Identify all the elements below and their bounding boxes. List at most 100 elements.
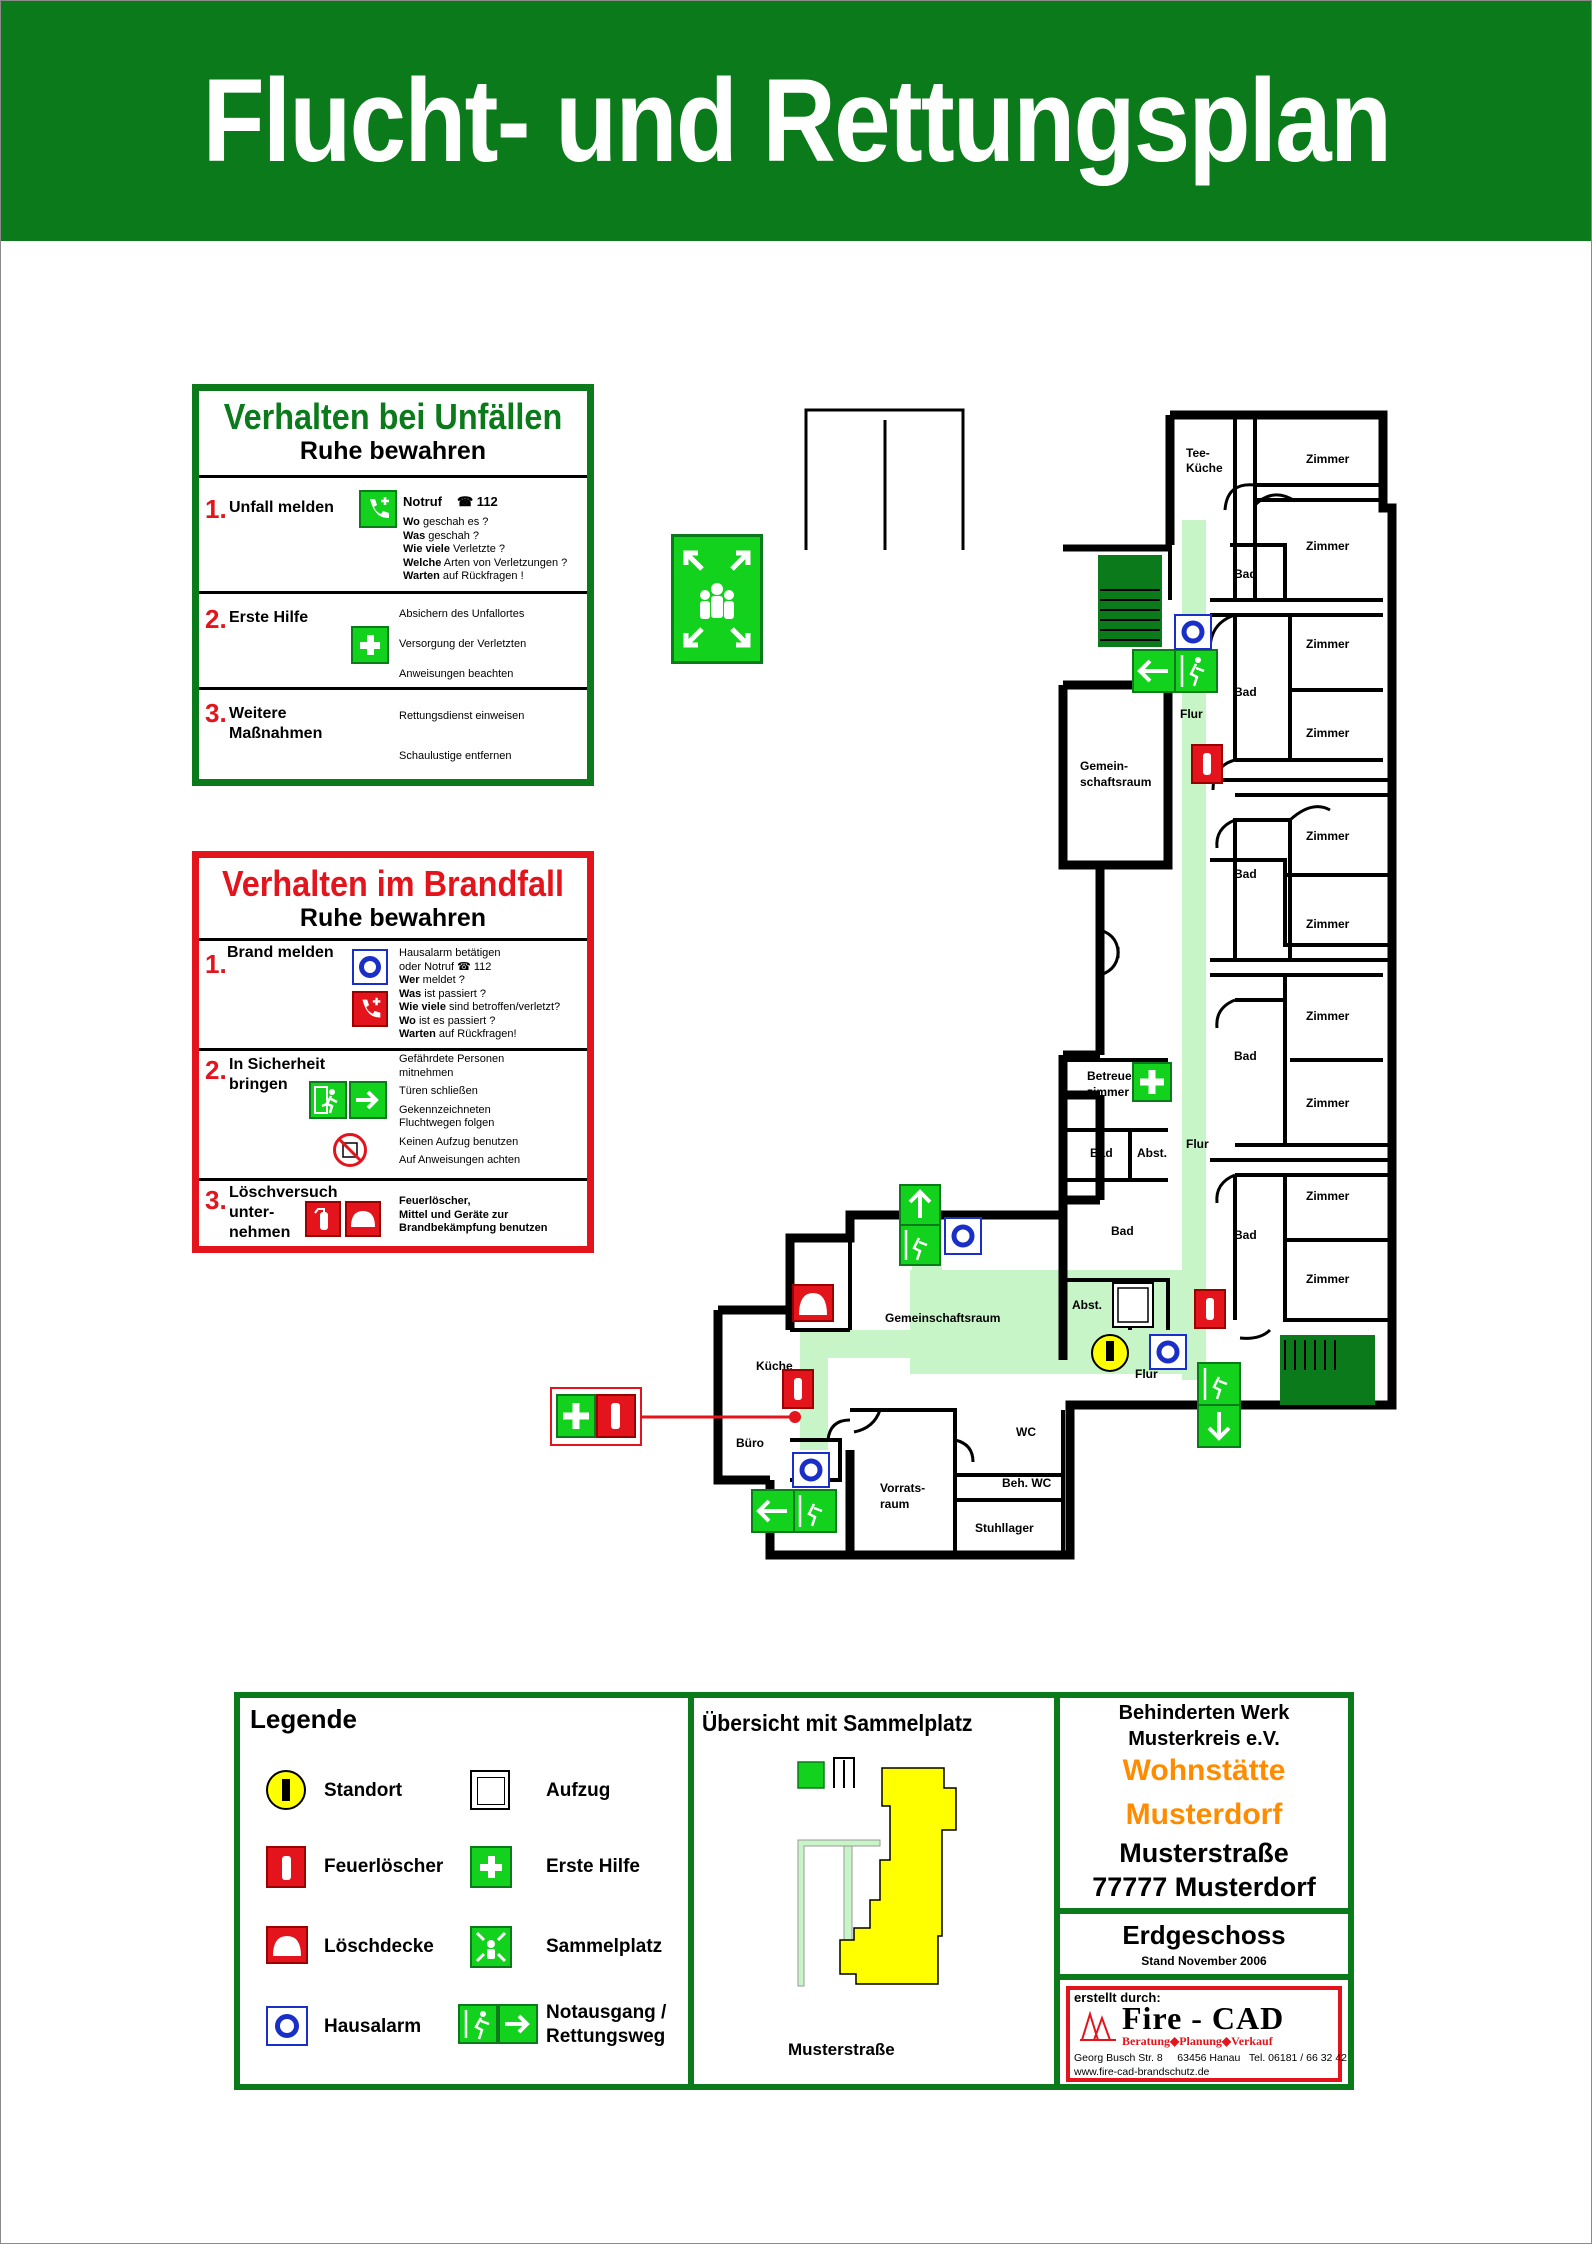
step-number: 3. bbox=[205, 698, 227, 728]
legend: Legende Standort Aufzug Feuerlöscher Ers… bbox=[240, 1698, 688, 2084]
creator-box: erstellt durch: Fire - CAD Beratung◆Plan… bbox=[1066, 1986, 1347, 2082]
org-line: Musterkreis e.V. bbox=[1128, 1728, 1280, 1750]
stairs-south bbox=[1280, 1335, 1375, 1405]
fire-phone-icon bbox=[352, 991, 388, 1027]
emergency-number: ☎ 112 bbox=[457, 494, 498, 509]
fire-alarm-icon bbox=[792, 1452, 830, 1488]
step-label: bringen bbox=[229, 1076, 288, 1093]
step-label: Maßnahmen bbox=[229, 725, 323, 742]
floor-label: Erdgeschoss bbox=[1122, 1920, 1286, 1950]
room-label: Stuhllager bbox=[975, 1521, 1034, 1535]
emergency-phone-icon bbox=[359, 490, 397, 528]
creator-tagline: Beratung◆Planung◆Verkauf bbox=[1122, 2034, 1273, 2048]
fire-extinguisher-icon bbox=[266, 1846, 306, 1888]
assembly-point-icon bbox=[470, 1926, 512, 1968]
room-label: Bad bbox=[1234, 1228, 1257, 1242]
plan-signs bbox=[550, 614, 1241, 1533]
firstaid-line: Absichern des Unfallortes bbox=[399, 608, 525, 620]
assembly-point-icon bbox=[797, 1761, 825, 1789]
title-banner: Flucht- und Rettungsplan bbox=[1, 1, 1591, 241]
room-label: Abst. bbox=[1072, 1298, 1102, 1312]
elevator-icon bbox=[1112, 1282, 1154, 1328]
fire-section-report: 1. Brand melden Hausalarm betätigen oder… bbox=[199, 938, 587, 1051]
emergency-exit-icon bbox=[458, 2004, 498, 2044]
room-label: Küche bbox=[1186, 461, 1223, 475]
overview-map bbox=[797, 1757, 957, 1987]
room-label: Zimmer bbox=[1306, 1096, 1350, 1110]
room-label: Bad bbox=[1234, 685, 1257, 699]
further-line: Schaulustige entfernen bbox=[399, 750, 512, 762]
emergency-label: Notruf bbox=[403, 494, 442, 509]
step-number: 2. bbox=[205, 604, 227, 634]
room-label: Zimmer bbox=[1306, 452, 1350, 466]
room-labels: Tee- Küche Zimmer Zimmer Bad Zimmer Bad … bbox=[736, 446, 1350, 1535]
firstaid-line: Anweisungen beachten bbox=[399, 668, 514, 680]
creator-web: www.fire-cad-brandschutz.de bbox=[1074, 2066, 1210, 2078]
arrow-right-icon bbox=[349, 1081, 387, 1119]
accident-section-report: 1. Unfall melden Notruf ☎ 112 Wo geschah… bbox=[199, 475, 587, 593]
date-label: Stand November 2006 bbox=[1141, 1954, 1267, 1968]
room-label: Gemeinschaftsraum bbox=[885, 1311, 1000, 1325]
room-label: Betreuer bbox=[1087, 1069, 1137, 1083]
extinguish-text: Feuerlöscher, Mittel und Geräte zur Bran… bbox=[399, 1195, 548, 1234]
accident-box: Verhalten bei Unfällen Ruhe bewahren 1. … bbox=[192, 384, 594, 786]
accident-section-firstaid: 2. Erste Hilfe Absichern des Unfallortes… bbox=[199, 591, 587, 690]
fire-alarm-icon bbox=[352, 949, 388, 985]
divider bbox=[1060, 1974, 1348, 1980]
room-label: Bad bbox=[1234, 867, 1257, 881]
room-label: Abst. bbox=[1137, 1146, 1167, 1160]
room-label: zimmer bbox=[1087, 1085, 1129, 1099]
step-label: Erste Hilfe bbox=[229, 609, 309, 626]
room-label: Zimmer bbox=[1306, 829, 1350, 843]
room-label: Zimmer bbox=[1306, 726, 1350, 740]
no-elevator-icon bbox=[333, 1133, 367, 1167]
room-label: schaftsraum bbox=[1080, 775, 1151, 789]
fire-section-safety: 2. In Sicherheit bringen Gefährdete Pers… bbox=[199, 1048, 587, 1181]
legend-label: Standort bbox=[324, 1780, 403, 1801]
further-line: Rettungsdienst einweisen bbox=[399, 710, 525, 722]
emergency-exit-icon bbox=[309, 1081, 347, 1119]
room-label: Zimmer bbox=[1306, 1009, 1350, 1023]
overview-street: Musterstraße bbox=[788, 2040, 895, 2059]
step-number: 2. bbox=[205, 1055, 227, 1085]
room-label: Büro bbox=[736, 1436, 764, 1450]
parking-area bbox=[804, 408, 965, 550]
room-label: Bad bbox=[1234, 1049, 1257, 1063]
org-name: Musterdorf bbox=[1125, 1798, 1283, 1831]
legend-label: Rettungsweg bbox=[546, 2026, 666, 2047]
org-street: Musterstraße bbox=[1119, 1838, 1289, 1868]
fire-alarm-icon bbox=[1149, 1334, 1187, 1370]
room-label: Flur bbox=[1135, 1367, 1158, 1381]
step-label: Weitere bbox=[229, 705, 287, 722]
fire-box-title: Verhalten im Brandfall bbox=[221, 863, 565, 904]
doors bbox=[826, 483, 1331, 1463]
room-label: Zimmer bbox=[1306, 1189, 1350, 1203]
org-city: 77777 Musterdorf bbox=[1092, 1872, 1316, 1902]
page-title: Flucht- und Rettungsplan bbox=[202, 55, 1391, 187]
room-label: Zimmer bbox=[1306, 1272, 1350, 1286]
step-label: nehmen bbox=[229, 1224, 291, 1241]
legend-label: Löschdecke bbox=[324, 1936, 434, 1957]
legend-label: Sammelplatz bbox=[546, 1936, 663, 1957]
room-label: Gemein- bbox=[1080, 759, 1128, 773]
room-label: Flur bbox=[1186, 1137, 1209, 1151]
legend-label: Notausgang / bbox=[546, 2002, 667, 2023]
fire-section-extinguish: 3. Löschversuch unter- nehmen Feuerlösch… bbox=[199, 1178, 587, 1251]
organisation: Behinderten Werk Musterkreis e.V. Wohnst… bbox=[1060, 1698, 1348, 2084]
room-label: Zimmer bbox=[1306, 539, 1350, 553]
room-label: Vorrats- bbox=[880, 1481, 925, 1495]
assembly-point-sign bbox=[671, 534, 763, 664]
fire-box: Verhalten im Brandfall Ruhe bewahren 1. … bbox=[192, 851, 594, 1253]
room-label: WC bbox=[1016, 1425, 1036, 1439]
accident-section-further: 3. Weitere Maßnahmen Rettungsdienst einw… bbox=[199, 687, 587, 780]
legend-label: Aufzug bbox=[546, 1780, 611, 1801]
legend-label: Hausalarm bbox=[324, 2016, 422, 2037]
step-label: Unfall melden bbox=[229, 499, 334, 516]
stairs-north bbox=[1063, 544, 1170, 647]
step-label: In Sicherheit bbox=[229, 1056, 326, 1073]
creator-label: erstellt durch: bbox=[1074, 1990, 1161, 2005]
room-label: raum bbox=[880, 1497, 909, 1511]
room-label: Flur bbox=[1180, 707, 1203, 721]
first-aid-icon bbox=[470, 1846, 512, 1888]
